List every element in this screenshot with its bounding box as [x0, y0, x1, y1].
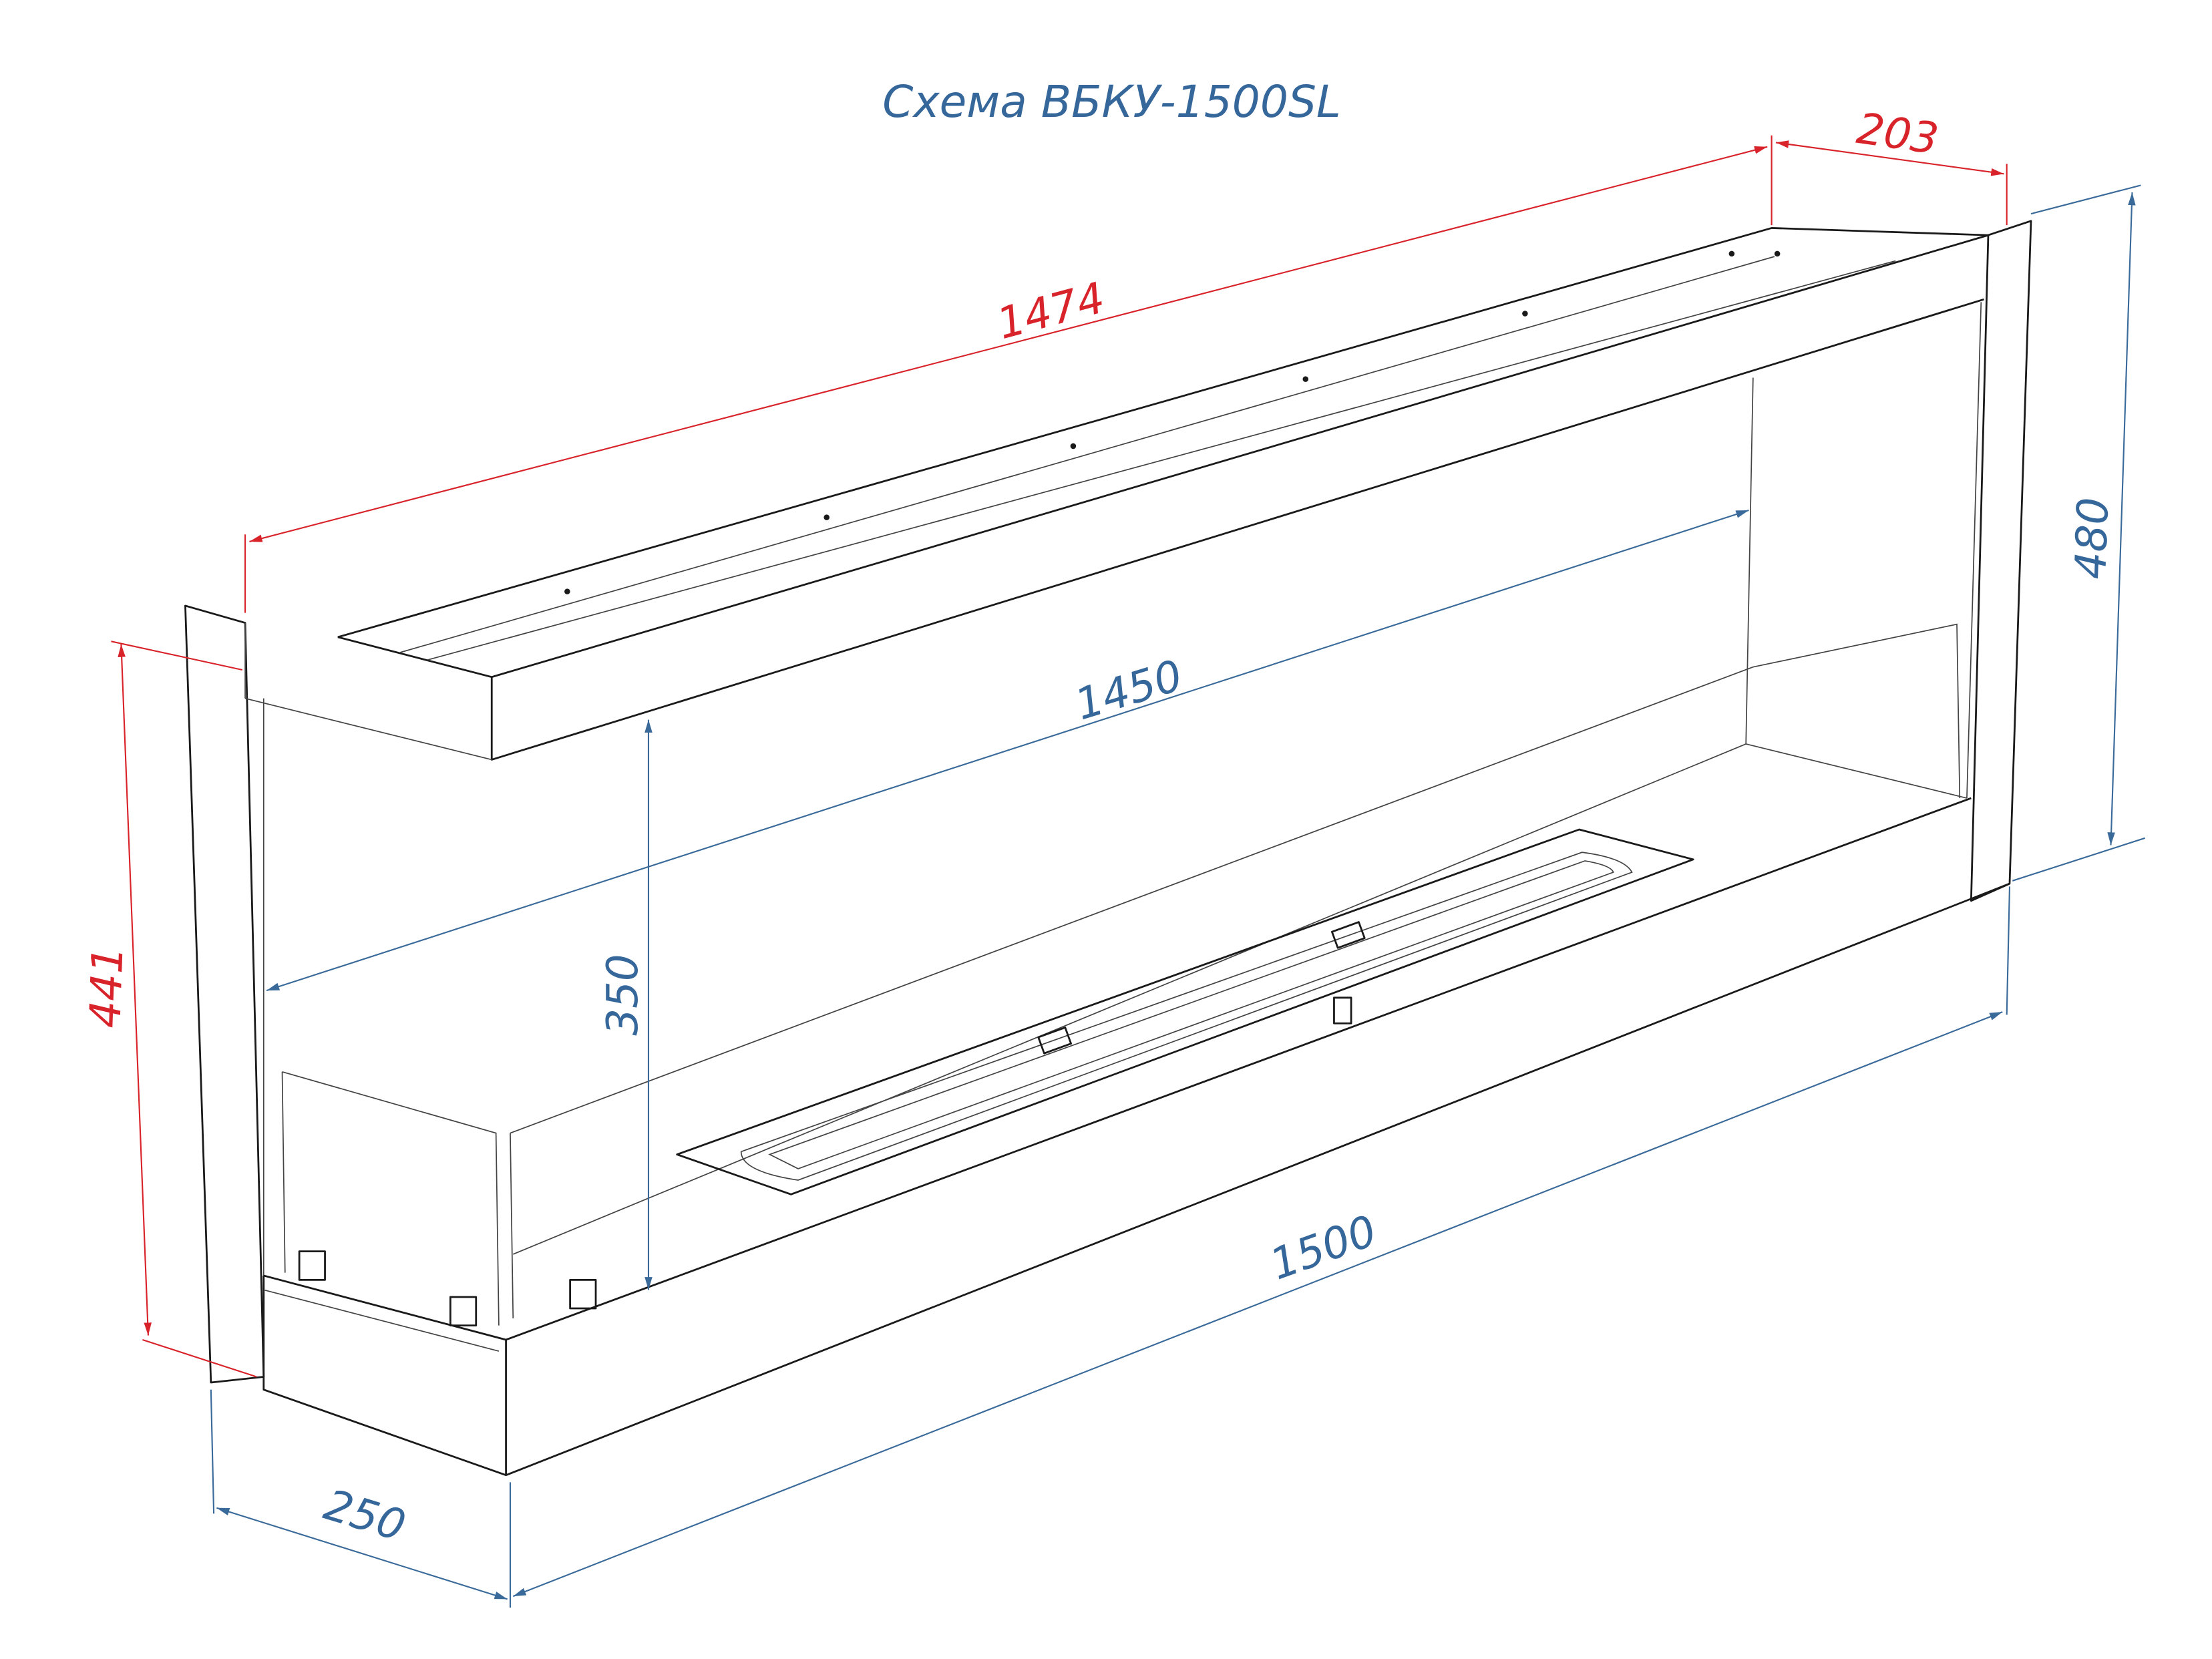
dim-label-1450: 1450 — [1070, 651, 1188, 730]
dimension-203: 203 — [1775, 104, 2008, 226]
fireplace-drawing — [184, 220, 2032, 1477]
burner — [676, 828, 1694, 1195]
dim-label-1500: 1500 — [1264, 1206, 1383, 1290]
dim-label-480: 480 — [2066, 497, 2118, 580]
dimension-1450: 1450 — [266, 509, 1749, 992]
dim-label-250: 250 — [319, 1480, 411, 1551]
dim-label-350: 350 — [598, 954, 648, 1035]
left-side-panel — [184, 604, 265, 1384]
dimension-1474: 1474 — [244, 135, 1773, 613]
glass-clip — [569, 1278, 597, 1310]
dimension-441: 441 — [81, 640, 257, 1378]
base — [262, 797, 2010, 1477]
dim-label-441: 441 — [81, 946, 133, 1029]
dimension-350: 350 — [598, 719, 653, 1290]
dimension-480: 480 — [2012, 184, 2146, 882]
dim-label-203: 203 — [1854, 104, 1942, 164]
glass-clip — [298, 1250, 326, 1281]
dimension-1500: 1500 — [509, 886, 2011, 1608]
glass-clip — [449, 1296, 478, 1327]
dim-label-1474: 1474 — [992, 273, 1110, 349]
diagram-title: Схема ВБКУ-1500SL — [882, 76, 1341, 128]
dimension-250: 250 — [210, 1389, 508, 1600]
